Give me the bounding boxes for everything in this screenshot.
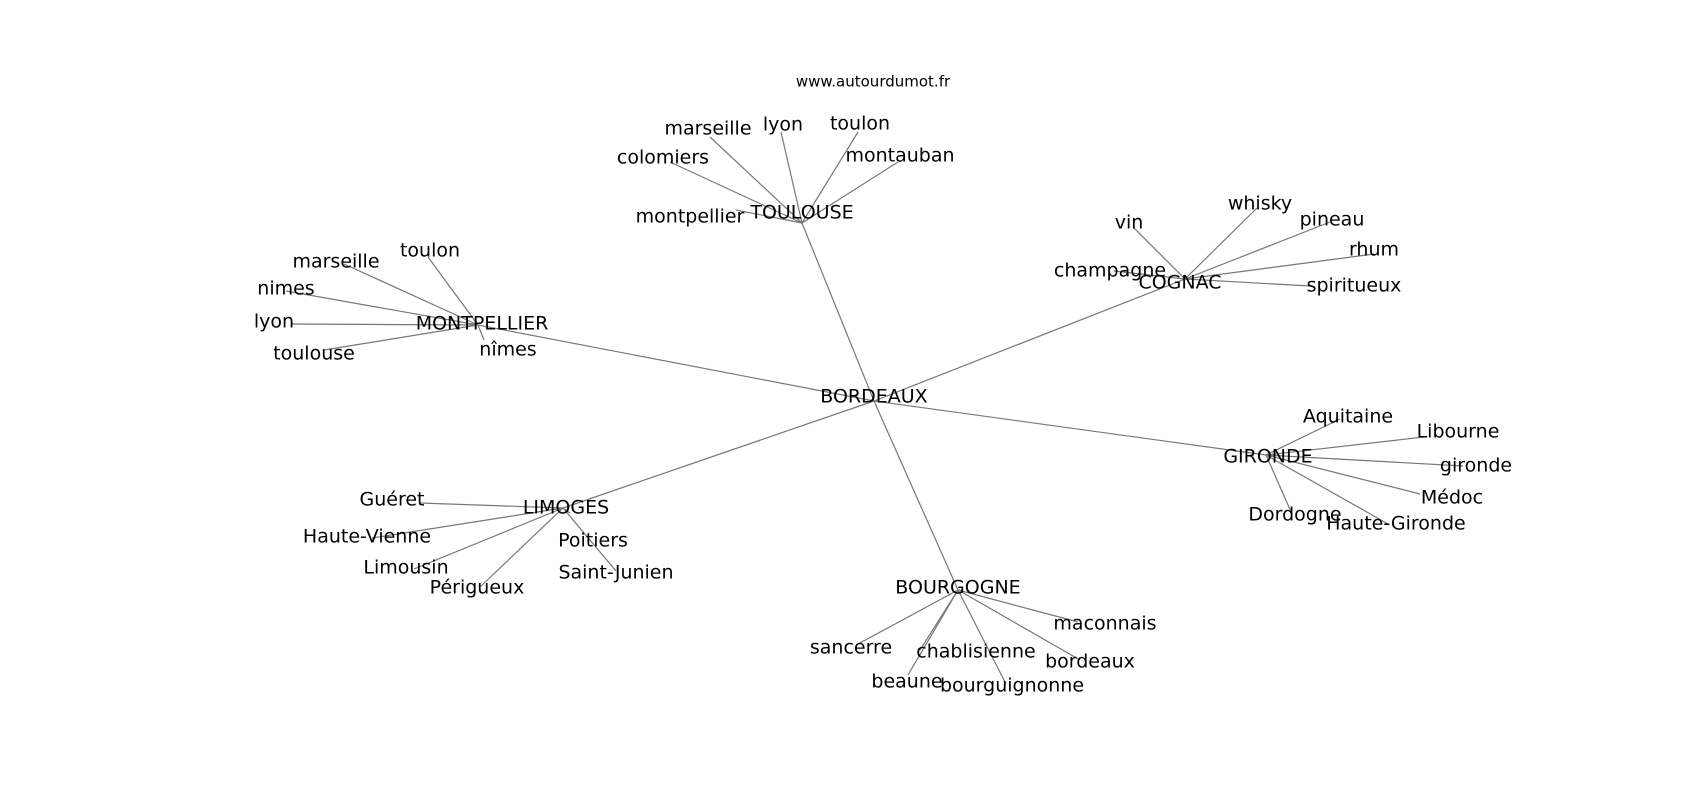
edge-center-toulouse	[801, 222, 875, 402]
edge-bourgogne-bourguignonne	[957, 589, 1007, 685]
edge-center-limoges	[562, 400, 875, 509]
leaf-node-toulouse-lyon[interactable]: lyon	[763, 114, 803, 136]
edge-toulouse-toulon	[801, 131, 859, 224]
leaf-node-bourgogne-sancerre[interactable]: sancerre	[810, 637, 892, 659]
leaf-node-limoges-limousin[interactable]: Limousin	[363, 557, 448, 579]
edge-bourgogne-beaune	[907, 589, 959, 676]
leaf-node-cognac-rhum[interactable]: rhum	[1349, 239, 1399, 261]
leaf-node-bourgogne-beaune[interactable]: beaune	[871, 671, 942, 693]
leaf-node-bourgogne-bourguignonne[interactable]: bourguignonne	[940, 675, 1084, 697]
leaf-node-montpellier-nimes[interactable]: nîmes	[479, 339, 536, 361]
edge-bourgogne-sancerre	[857, 589, 959, 645]
center-node-label[interactable]: BORDEAUX	[820, 386, 927, 408]
hub-node-bourgogne[interactable]: BOURGOGNE	[895, 577, 1020, 599]
leaf-node-cognac-champagne[interactable]: champagne	[1054, 260, 1166, 282]
leaf-node-bourgogne-bordeaux[interactable]: bordeaux	[1045, 651, 1135, 673]
hub-node-cognac[interactable]: COGNAC	[1138, 272, 1221, 294]
edge-limoges-haute-vienne	[371, 507, 564, 539]
leaf-node-limoges-perigueux[interactable]: Périgueux	[430, 577, 525, 599]
source-site-label: www.autourdumot.fr	[796, 73, 951, 91]
edge-limoges-saint-junien	[562, 507, 617, 572]
leaf-node-limoges-poitiers[interactable]: Poitiers	[558, 530, 628, 552]
edge-limoges-limousin	[413, 507, 564, 570]
edge-limoges-perigueux	[479, 507, 564, 588]
edge-toulouse-montpellier	[735, 209, 803, 224]
edge-center-bourgogne	[873, 400, 959, 591]
edge-center-montpellier	[477, 324, 875, 402]
leaf-node-limoges-saint-junien[interactable]: Saint-Junien	[558, 562, 673, 584]
edge-montpellier-marseille	[343, 263, 479, 326]
leaf-node-montpellier-toulon[interactable]: toulon	[400, 240, 460, 262]
leaf-node-limoges-gueret[interactable]: Guéret	[360, 489, 425, 511]
leaf-node-toulouse-marseille[interactable]: marseille	[664, 118, 751, 140]
leaf-node-toulouse-colomiers[interactable]: colomiers	[617, 147, 709, 169]
leaf-node-cognac-pineau[interactable]: pineau	[1300, 209, 1365, 231]
hub-node-limoges[interactable]: LIMOGES	[523, 497, 609, 519]
edge-montpellier-lyon	[291, 323, 479, 326]
edge-montpellier-nimes	[477, 324, 485, 341]
leaf-node-toulouse-montpellier[interactable]: montpellier	[636, 206, 745, 228]
edge-gironde-libourne	[1265, 436, 1425, 456]
hub-node-montpellier[interactable]: MONTPELLIER	[416, 313, 549, 335]
leaf-node-gironde-medoc[interactable]: Médoc	[1421, 487, 1483, 509]
edge-gironde-gironde	[1265, 454, 1464, 467]
leaf-node-bourgogne-chablisienne[interactable]: chablisienne	[916, 641, 1035, 663]
leaf-node-gironde-gironde[interactable]: gironde	[1440, 455, 1512, 477]
edge-toulouse-colomiers	[669, 161, 803, 224]
leaf-node-gironde-aquitaine[interactable]: Aquitaine	[1303, 406, 1393, 428]
leaf-node-cognac-vin[interactable]: vin	[1115, 212, 1144, 234]
edge-montpellier-toulon	[427, 256, 479, 326]
edge-gironde-dordogne	[1265, 454, 1293, 515]
edge-bourgogne-maconnais	[957, 589, 1079, 623]
leaf-node-montpellier-nimes[interactable]: nimes	[257, 278, 314, 300]
edge-limoges-gueret	[419, 502, 564, 509]
edge-montpellier-toulouse	[323, 324, 479, 351]
leaf-node-limoges-haute-vienne[interactable]: Haute-Vienne	[303, 526, 431, 548]
leaf-node-bourgogne-maconnais[interactable]: maconnais	[1053, 613, 1156, 635]
graph-edges	[285, 131, 1464, 685]
edge-bourgogne-bordeaux	[957, 589, 1081, 661]
leaf-node-montpellier-marseille[interactable]: marseille	[292, 251, 379, 273]
leaf-node-cognac-whisky[interactable]: whisky	[1228, 193, 1292, 215]
hub-node-toulouse[interactable]: TOULOUSE	[749, 202, 853, 224]
edge-cognac-vin	[1132, 226, 1186, 280]
leaf-node-toulouse-toulon[interactable]: toulon	[830, 113, 890, 135]
edge-gironde-haute-gironde	[1265, 454, 1389, 525]
edge-center-gironde	[873, 400, 1267, 456]
edge-cognac-champagne	[1113, 270, 1186, 280]
edge-cognac-whisky	[1184, 207, 1258, 280]
leaf-node-gironde-dordogne[interactable]: Dordogne	[1248, 504, 1341, 526]
edge-cognac-pineau	[1184, 221, 1331, 280]
leaf-node-cognac-spiritueux[interactable]: spiritueux	[1307, 275, 1402, 297]
edge-cognac-spiritueux	[1184, 278, 1311, 287]
edge-montpellier-nimes	[285, 290, 479, 326]
edge-toulouse-montauban	[801, 161, 899, 224]
leaf-node-toulouse-montauban[interactable]: montauban	[845, 145, 954, 167]
edge-toulouse-marseille	[709, 136, 803, 224]
leaf-node-montpellier-lyon[interactable]: lyon	[254, 311, 294, 333]
edge-center-cognac	[873, 278, 1186, 402]
edge-gironde-medoc	[1265, 454, 1421, 495]
leaf-node-montpellier-toulouse[interactable]: toulouse	[273, 343, 355, 365]
leaf-node-gironde-libourne[interactable]: Libourne	[1417, 421, 1500, 443]
graph-labels: BORDEAUX TOULOUSE marseille lyon toulon colom…	[254, 113, 1512, 697]
edge-toulouse-lyon	[780, 131, 803, 224]
hub-node-gironde[interactable]: GIRONDE	[1223, 446, 1312, 468]
edge-gironde-aquitaine	[1265, 418, 1341, 456]
leaf-node-gironde-haute-gironde[interactable]: Haute-Gironde	[1326, 513, 1465, 535]
edge-cognac-rhum	[1184, 253, 1375, 280]
